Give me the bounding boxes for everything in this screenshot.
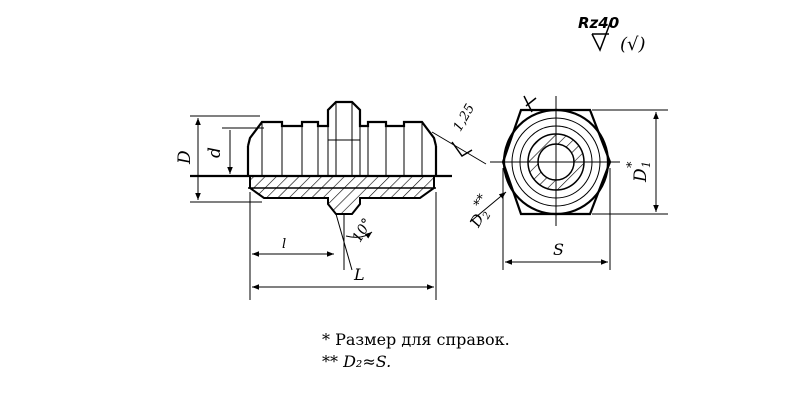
roughness-value: Rz40 bbox=[578, 14, 619, 32]
end-view: D 1 * D 2 ** S bbox=[466, 95, 668, 270]
dimension-D-label: D bbox=[175, 150, 195, 165]
svg-text:1: 1 bbox=[640, 161, 653, 168]
chamfer-icon bbox=[451, 141, 473, 157]
svg-text:*: * bbox=[625, 161, 640, 168]
dimension-D2-leader bbox=[469, 191, 507, 223]
dimension-S-label: S bbox=[553, 240, 564, 259]
surface-finish-check-icon bbox=[591, 17, 613, 52]
dimension-d-label: d bbox=[205, 147, 225, 158]
section-hatch bbox=[249, 175, 435, 215]
angle-label: 10° bbox=[350, 216, 376, 246]
svg-text:D: D bbox=[631, 168, 651, 183]
roughness-symbol: Rz40 (√) bbox=[578, 14, 646, 55]
dimension-l-label: l bbox=[282, 237, 286, 252]
svg-text:2: 2 bbox=[481, 210, 494, 222]
fitting-upper-outline bbox=[246, 100, 438, 147]
side-view: D d 1,25 l 10° L bbox=[175, 100, 487, 300]
dimension-L-label: L bbox=[353, 265, 365, 284]
roughness-remaining: (√) bbox=[620, 34, 646, 55]
dimension-D2-label: D 2 ** bbox=[466, 191, 494, 231]
chamfer-label: 1,25 bbox=[451, 102, 478, 135]
dimension-D1-label: D 1 * bbox=[625, 161, 653, 183]
